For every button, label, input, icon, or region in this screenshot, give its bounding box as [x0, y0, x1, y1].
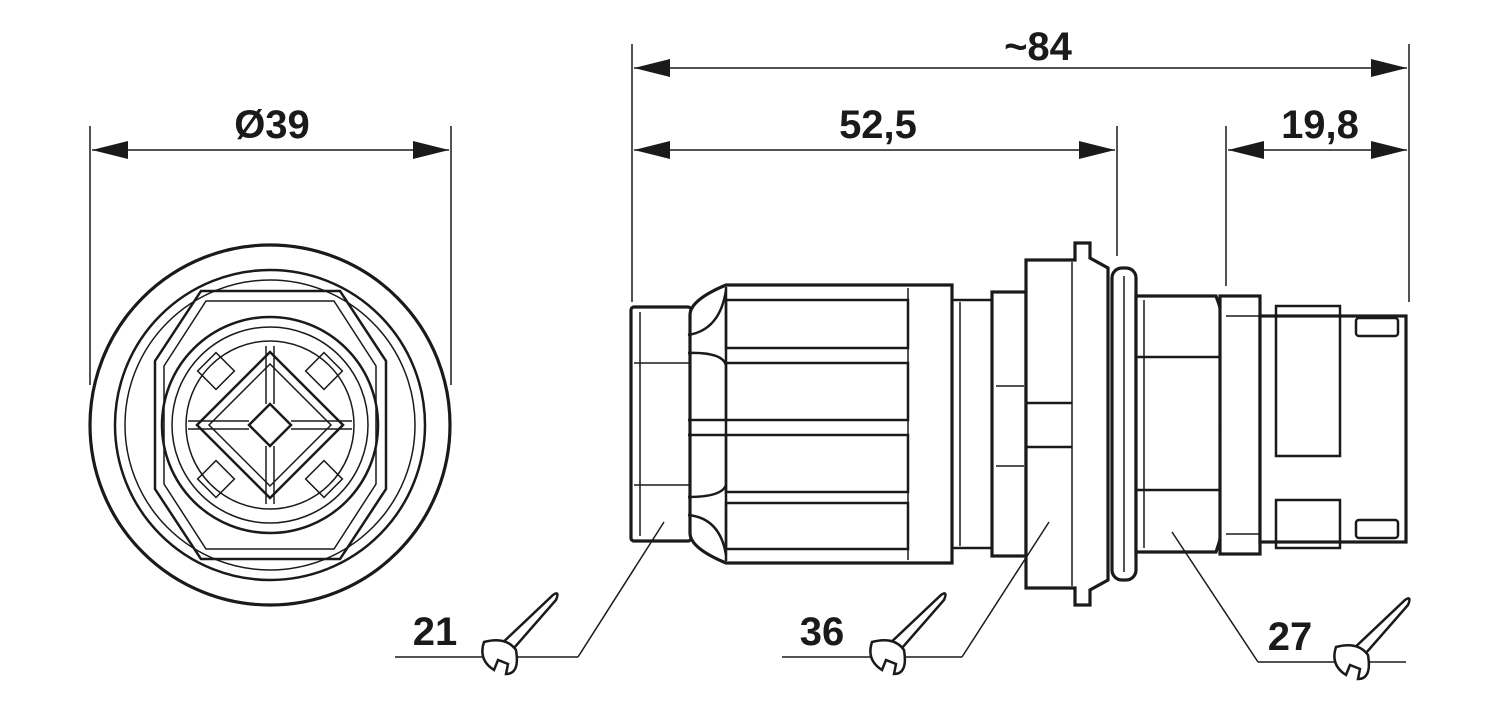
body-length-label: 52,5	[839, 103, 917, 147]
wrench-icon	[1333, 597, 1411, 681]
diameter-label: Ø39	[234, 103, 310, 147]
total-length-arrow-left	[634, 59, 670, 77]
rear-length-label: 19,8	[1281, 103, 1359, 147]
housing-ring-inner	[171, 326, 369, 524]
body-length-arrow-right	[1079, 141, 1115, 159]
contact-pocket-bl	[196, 459, 236, 499]
wrench-icon	[869, 592, 947, 676]
contact-pocket-tl	[196, 351, 236, 391]
total-length-label: ~84	[1004, 25, 1073, 69]
leader-36	[961, 521, 1050, 658]
side-view	[629, 241, 1408, 607]
leader-27	[1171, 531, 1259, 663]
hex-nut-side-front	[990, 290, 1028, 558]
gland-rib-4	[724, 501, 910, 551]
contact-pocket-br	[304, 459, 344, 499]
total-length-arrow-right	[1371, 59, 1407, 77]
rear-length-arrow-left	[1228, 141, 1264, 159]
rear-plug	[1258, 314, 1408, 544]
wrench-callout-36[interactable]: 36	[782, 521, 1050, 676]
body-length-arrow-left	[634, 141, 670, 159]
gland-nut	[688, 283, 954, 565]
wrench-size-36: 36	[800, 610, 845, 654]
diameter-arrow-right	[413, 141, 449, 159]
hex-nut-chamfer	[163, 300, 377, 550]
wrench-size-21: 21	[413, 610, 458, 654]
housing-ring	[160, 315, 380, 535]
contact-pocket-tr	[304, 351, 344, 391]
rear-plug-latch-top	[1354, 316, 1400, 338]
hex-nut	[153, 289, 388, 561]
side-view-dimensions: ~84 52,5 19,8	[631, 25, 1410, 302]
rear-plug-latch-bottom	[1354, 518, 1400, 540]
flange-nut	[1024, 241, 1110, 607]
rear-plug-key-bottom	[1274, 498, 1342, 550]
gland-nut-flutes	[687, 289, 728, 556]
rear-collar	[1218, 294, 1262, 556]
gland-rib-1	[724, 298, 910, 350]
gland-rib-3	[724, 433, 910, 494]
seal-ring	[113, 268, 427, 582]
insert-center-square	[247, 402, 293, 448]
gland-rib-2	[724, 361, 910, 422]
wrench-callout-21[interactable]: 21	[395, 521, 665, 676]
insert-diamond-outer	[195, 350, 345, 500]
neck	[950, 298, 994, 550]
outer-flange-ring	[88, 243, 452, 607]
wrench-size-27: 27	[1268, 615, 1313, 659]
seal-ring-inner	[124, 279, 416, 571]
housing-hex	[1134, 294, 1226, 554]
wrench-icon	[481, 592, 559, 676]
front-view: Ø39	[88, 103, 452, 607]
insert-diamond-mid	[207, 362, 333, 488]
rear-plug-key-top	[1274, 304, 1342, 458]
diameter-arrow-left	[92, 141, 128, 159]
insert-face	[185, 340, 355, 510]
rear-length-arrow-right	[1371, 141, 1407, 159]
leader-21	[577, 521, 665, 658]
wrench-callout-27[interactable]: 27	[1171, 531, 1411, 681]
